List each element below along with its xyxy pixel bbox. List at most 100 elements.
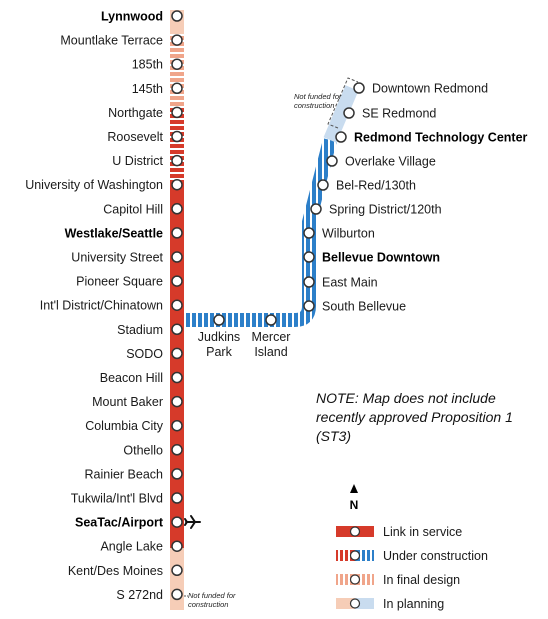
- legend-label-planning: In planning: [383, 597, 444, 611]
- station-label-redmond-technology-center: Redmond Technology Center: [354, 131, 528, 145]
- station-label-mountlake-terrace: Mountlake Terrace: [60, 34, 163, 48]
- station-label-spring-district-120th: Spring District/120th: [329, 203, 442, 217]
- station-marker-se-redmond[interactable]: [343, 107, 355, 119]
- station-marker-bel-red-130th[interactable]: [317, 179, 329, 191]
- not-funded-east-line1: Not funded for: [294, 92, 342, 101]
- station-marker-roosevelt[interactable]: [171, 130, 183, 143]
- station-marker-seatac-airport[interactable]: [171, 516, 183, 528]
- station-label-sodo: SODO: [126, 347, 163, 361]
- station-marker-pioneer-square[interactable]: [171, 275, 183, 287]
- station-marker-judkins-park[interactable]: [213, 314, 225, 326]
- station-marker-rainier-beach[interactable]: [171, 468, 183, 480]
- station-marker-mountlake-terrace[interactable]: [171, 34, 183, 46]
- station-label-seatac-airport: SeaTac/Airport: [75, 516, 164, 530]
- station-label-bel-red-130th: Bel-Red/130th: [336, 179, 416, 193]
- station-marker-mount-baker[interactable]: [171, 395, 183, 408]
- station-marker-beacon-hill[interactable]: [171, 371, 183, 384]
- station-label-south-bellevue: South Bellevue: [322, 300, 406, 314]
- station-label-int-l-district-chinatown: Int'l District/Chinatown: [40, 299, 163, 313]
- station-label-rainier-beach: Rainier Beach: [84, 467, 163, 481]
- station-label-angle-lake: Angle Lake: [100, 540, 163, 554]
- note-line-2: recently approved Proposition 1: [316, 409, 513, 425]
- station-label-downtown-redmond: Downtown Redmond: [372, 82, 488, 96]
- station-marker-university-of-washington[interactable]: [171, 178, 183, 191]
- station-marker-mercer-island[interactable]: [265, 314, 277, 326]
- station-marker-int-l-district-chinatown[interactable]: [171, 299, 183, 311]
- station-label-s-272nd: S 272nd: [116, 588, 163, 602]
- station-label-capitol-hill: Capitol Hill: [103, 202, 163, 216]
- station-label-kent-des-moines: Kent/Des Moines: [68, 564, 163, 578]
- station-label-beacon-hill: Beacon Hill: [100, 371, 163, 385]
- not-funded-south-line2: construction: [188, 600, 228, 609]
- station-label-judkins-park-1: Judkins: [198, 330, 240, 344]
- station-label-pioneer-square: Pioneer Square: [76, 275, 163, 289]
- station-marker-columbia-city[interactable]: [171, 419, 183, 432]
- station-marker-tukwila-int-l-blvd[interactable]: [171, 492, 183, 504]
- note-line-3: (ST3): [316, 428, 351, 444]
- station-label-tukwila-int-l-blvd: Tukwila/Int'l Blvd: [71, 492, 163, 506]
- station-marker-lynnwood[interactable]: [171, 10, 183, 22]
- station-marker-spring-district-120th[interactable]: [310, 203, 322, 215]
- station-label-othello: Othello: [123, 443, 163, 457]
- station-marker-south-bellevue[interactable]: [303, 300, 315, 312]
- line-segment-service: [170, 180, 184, 548]
- station-label-185th: 185th: [132, 58, 163, 72]
- station-marker-redmond-technology-center[interactable]: [335, 131, 347, 143]
- station-label-145th: 145th: [132, 82, 163, 96]
- station-marker-othello[interactable]: [171, 444, 183, 456]
- not-funded-note-east: Not funded for construction: [294, 92, 342, 110]
- station-label-westlake-seattle: Westlake/Seattle: [65, 226, 163, 240]
- station-label-roosevelt: Roosevelt: [107, 130, 163, 144]
- station-label-stadium: Stadium: [117, 323, 163, 337]
- station-marker-wilburton[interactable]: [303, 227, 315, 239]
- station-label-university-street: University Street: [71, 251, 163, 265]
- station-label-wilburton: Wilburton: [322, 227, 375, 241]
- station-label-mercer-island-2: Island: [254, 345, 287, 359]
- legend-label-design: In final design: [383, 573, 460, 587]
- station-marker-kent-des-moines[interactable]: [171, 564, 183, 577]
- airplane-icon: [184, 515, 201, 529]
- not-funded-note-south: Not funded for construction: [184, 591, 236, 609]
- station-label-mount-baker: Mount Baker: [92, 395, 163, 409]
- station-marker-overlake-village[interactable]: [326, 155, 338, 167]
- station-marker-westlake-seattle[interactable]: [171, 227, 183, 239]
- map-note: NOTE: Map does not include recently appr…: [316, 390, 513, 444]
- station-marker-s-272nd[interactable]: [171, 588, 183, 601]
- station-label-u-district: U District: [112, 154, 163, 168]
- legend-label-service: Link in service: [383, 525, 462, 539]
- station-marker-145th[interactable]: [171, 82, 183, 95]
- station-label-northgate: Northgate: [108, 106, 163, 120]
- station-marker-capitol-hill[interactable]: [171, 203, 183, 215]
- station-label-columbia-city: Columbia City: [85, 419, 164, 433]
- legend: N Link in service Under construction In …: [336, 484, 488, 611]
- legend-swatch-planning: [336, 598, 355, 609]
- line-segment-planning-south: [170, 548, 184, 610]
- station-marker-angle-lake[interactable]: [171, 540, 183, 552]
- station-label-lynnwood: Lynnwood: [101, 10, 163, 24]
- station-marker-northgate[interactable]: [171, 106, 183, 119]
- north-arrow-icon: N: [350, 484, 359, 512]
- station-marker-stadium[interactable]: [171, 323, 183, 336]
- station-label-judkins-park-2: Park: [206, 345, 232, 359]
- station-label-overlake-village: Overlake Village: [345, 155, 436, 169]
- station-label-university-of-washington: University of Washington: [25, 178, 163, 192]
- not-funded-east-line2: construction: [294, 101, 334, 110]
- not-funded-dash: [327, 77, 359, 129]
- not-funded-south-line1: Not funded for: [188, 591, 236, 600]
- station-marker-bellevue-downtown[interactable]: [303, 251, 315, 263]
- legend-label-construction: Under construction: [383, 549, 488, 563]
- north-label: N: [350, 498, 359, 512]
- station-label-mercer-island-1: Mercer: [252, 330, 291, 344]
- station-label-east-main: East Main: [322, 276, 378, 290]
- station-marker-sodo[interactable]: [171, 347, 183, 360]
- station-marker-university-street[interactable]: [171, 251, 183, 263]
- station-marker-u-district[interactable]: [171, 154, 183, 167]
- station-marker-east-main[interactable]: [303, 276, 315, 288]
- station-marker-downtown-redmond[interactable]: [353, 82, 365, 94]
- note-line-1: NOTE: Map does not include: [316, 390, 496, 406]
- east-line-planning: [323, 85, 359, 143]
- station-label-bellevue-downtown: Bellevue Downtown: [322, 251, 440, 265]
- station-label-se-redmond: SE Redmond: [362, 107, 436, 121]
- station-marker-185th[interactable]: [171, 58, 183, 70]
